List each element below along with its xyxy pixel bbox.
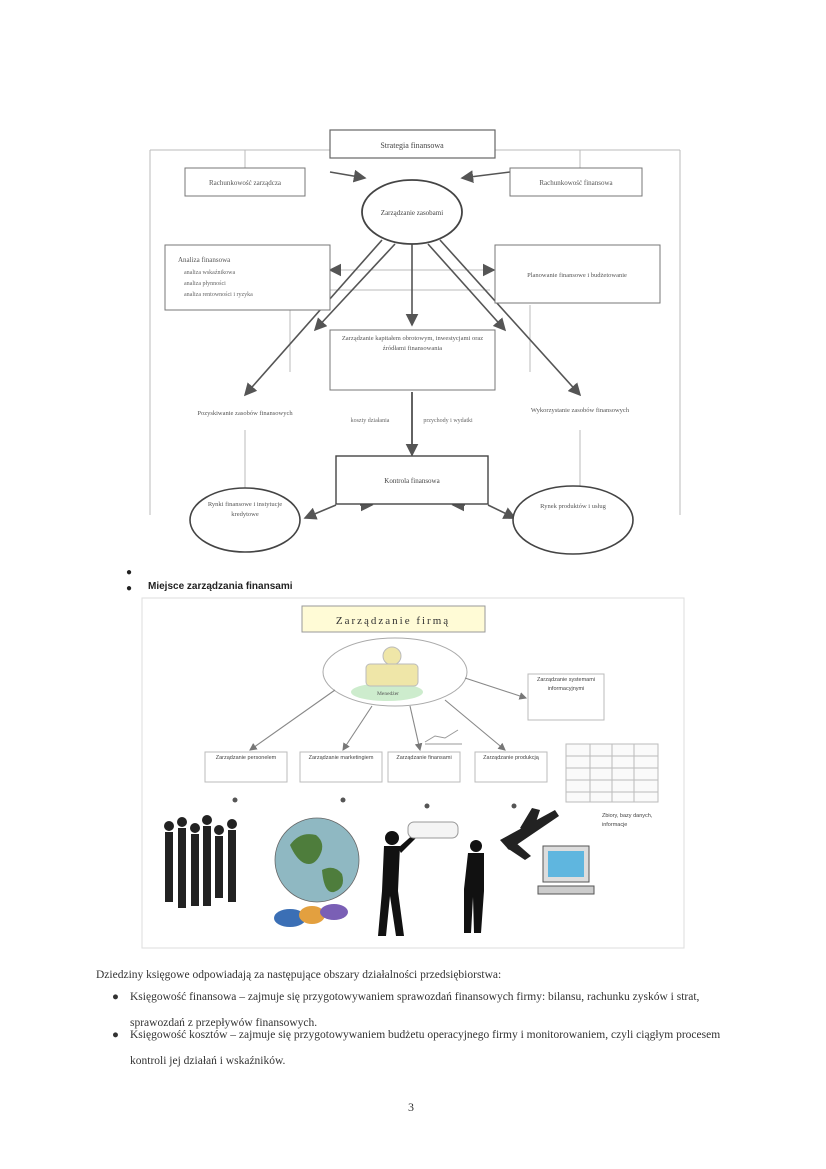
people-crowd-icon — [164, 815, 237, 908]
cost-accounting-item: Księgowość kosztów – zajmuje się przygot… — [130, 1029, 721, 1067]
company-management-title: Zarządzanie firmą — [336, 615, 450, 627]
financial-accounting-label: Rachunkowość finansowa — [539, 179, 613, 187]
resource-management-label: Zarządzanie zasobami — [381, 209, 443, 217]
analysis-item: analiza rentowności i ryzyka — [184, 292, 253, 298]
financial-management-diagram: Strategia finansowa Rachunkowość zarządc… — [149, 129, 681, 555]
airplane-icon — [500, 808, 559, 860]
analysis-item: analiza płynności — [184, 281, 226, 287]
analysis-title: Analiza finansowa — [178, 256, 231, 264]
intro-paragraph: Dziedziny księgowe odpowiadają za następ… — [96, 969, 502, 981]
information-systems-label: Zarządzanie systemami informacyjnymi — [536, 677, 596, 692]
revenues-label: przychody i wydatki — [423, 418, 473, 424]
chart-icon — [424, 729, 462, 745]
list-item: ● Księgowość finansowa – zajmuje się prz… — [112, 984, 730, 1036]
presenter-icon — [378, 831, 484, 936]
personnel-box-label: Zarządzanie personelem — [215, 755, 277, 761]
list-item: ● Księgowość kosztów – zajmuje się przyg… — [112, 1022, 730, 1074]
financial-accounting-item: Księgowość finansowa – zajmuje się przyg… — [130, 991, 700, 1029]
management-accounting-label: Rachunkowość zarządcza — [209, 179, 282, 187]
finance-box-label: Zarządzanie finansami — [396, 755, 452, 761]
capital-management-label: Zarządzanie kapitałem obrotowym, inwesty… — [341, 335, 484, 352]
bullet-marker: ● — [112, 991, 119, 1003]
manager-icon — [365, 646, 419, 687]
database-table-icon — [565, 743, 659, 803]
acquisition-label: Pozyskiwanie zasobów finansowych — [197, 410, 293, 417]
computer-icon — [537, 845, 595, 895]
handshake-icon — [274, 904, 348, 927]
company-management-diagram: Zarządzanie firmą Menedżer Zarządzanie s… — [141, 597, 685, 949]
financial-markets-label: Rynki finansowe i instytucje kredytowe — [207, 501, 283, 518]
costs-label: koszty działania — [351, 418, 390, 424]
top-box-label: Strategia finansowa — [380, 141, 444, 150]
data-collection-label: Zbiory, bazy danych, informacje — [602, 813, 653, 828]
marketing-box-label: Zarządzanie marketingiem — [308, 755, 374, 761]
utilization-label: Wykorzystanie zasobów finansowych — [531, 407, 630, 414]
globe-icon — [274, 817, 360, 903]
product-market-label: Rynek produktów i usług — [540, 503, 606, 510]
page-number: 3 — [408, 1100, 414, 1114]
production-box-label: Zarządzanie produkcją — [483, 755, 539, 761]
financial-control-label: Kontrola finansowa — [384, 477, 440, 485]
analysis-item: analiza wskaźnikowa — [184, 270, 235, 276]
section-heading: Miejsce zarządzania finansami — [148, 581, 293, 592]
bullet-marker: ● — [112, 1029, 119, 1041]
planning-label: Planowanie finansowe i budżetowanie — [527, 272, 627, 279]
bullet-marker: ● — [126, 567, 133, 578]
manager-label: Menedżer — [377, 691, 399, 697]
bullet-marker: ● — [126, 583, 133, 594]
